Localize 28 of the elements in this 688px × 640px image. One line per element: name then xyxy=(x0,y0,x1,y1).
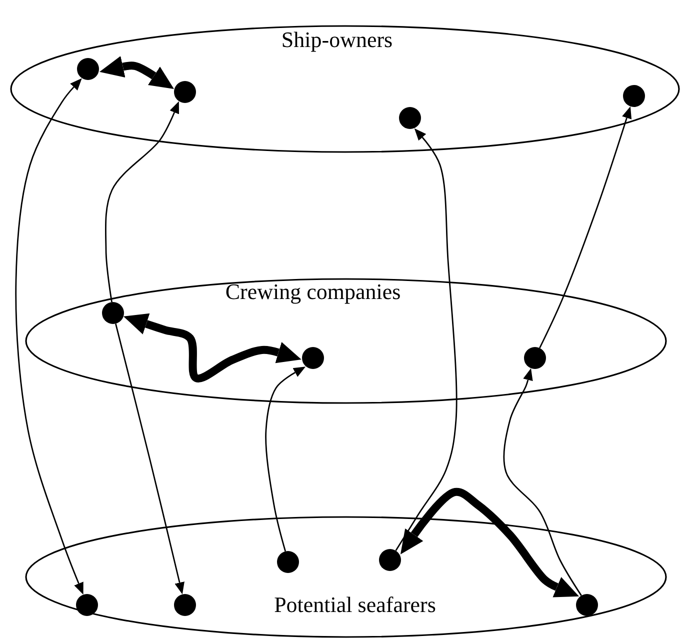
dot xyxy=(76,594,98,616)
ellipse xyxy=(25,516,667,638)
dot xyxy=(102,302,124,324)
arrow xyxy=(265,366,306,552)
dot xyxy=(524,347,546,369)
dot xyxy=(399,107,421,129)
dot xyxy=(174,594,196,616)
dot xyxy=(576,594,598,616)
arrow xyxy=(400,488,579,598)
group-label: Crewing companies xyxy=(225,279,401,305)
arrow xyxy=(123,313,302,382)
dot xyxy=(302,347,324,369)
dot xyxy=(77,58,99,80)
arrow xyxy=(99,56,174,89)
group-label: Ship-owners xyxy=(281,27,393,53)
dot xyxy=(623,85,645,107)
dot xyxy=(379,549,401,571)
group-label: Potential seafarers xyxy=(274,592,436,618)
arrow xyxy=(104,101,179,302)
dot xyxy=(277,551,299,573)
arrow xyxy=(503,368,582,596)
ellipse xyxy=(10,25,680,153)
arrow xyxy=(539,106,632,348)
arrow xyxy=(15,78,84,595)
arrow xyxy=(395,128,458,552)
ellipse xyxy=(25,278,667,404)
dot xyxy=(174,81,196,103)
arrow xyxy=(115,324,184,594)
